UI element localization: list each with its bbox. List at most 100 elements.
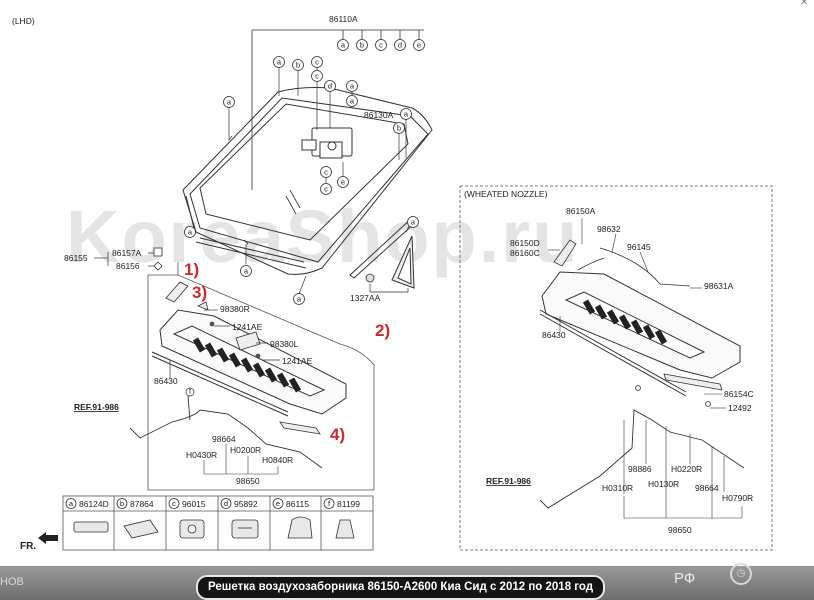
mirror-bracket <box>301 127 353 159</box>
svg-text:b: b <box>397 124 401 133</box>
triangle-trim <box>391 235 415 289</box>
marker-3: 3) <box>192 283 207 302</box>
bottom-left-text: НОВ <box>0 576 24 588</box>
callout-b: b <box>393 122 405 134</box>
svg-text:b: b <box>360 41 364 50</box>
svg-text:e: e <box>276 499 280 508</box>
inset-hose-line <box>577 247 691 287</box>
svg-text:a: a <box>69 499 74 508</box>
svg-text:b: b <box>296 61 300 70</box>
marker-2: 2) <box>375 321 390 340</box>
callout-b: b <box>356 39 368 51</box>
close-icon[interactable]: ✕ <box>800 0 809 8</box>
inset-cowl-strip <box>539 309 687 397</box>
part-h0200r: H0200R <box>230 445 261 455</box>
bottom-right-text: РФ <box>674 570 696 587</box>
callout-a: a <box>184 226 196 238</box>
svg-text:a: a <box>350 82 355 91</box>
callout-d: d <box>324 80 336 92</box>
grommet-icon <box>365 273 375 283</box>
svg-text:f: f <box>189 389 191 396</box>
part-98650-inset: 98650 <box>668 525 692 535</box>
marker-1: 1) <box>184 260 199 279</box>
svg-text:c: c <box>324 168 328 177</box>
fr-label: FR. <box>20 541 36 552</box>
part-86430-inset: 86430 <box>542 330 566 340</box>
part-12492: 12492 <box>728 403 752 413</box>
part-96145: 96145 <box>627 242 651 252</box>
part-86150d: 86150D <box>510 238 540 248</box>
inset-frame <box>459 185 773 551</box>
callout-a: a <box>346 95 358 107</box>
legend-part-96015: 96015 <box>182 499 206 509</box>
callout-a: a <box>337 39 349 51</box>
callout-a: a <box>273 56 285 68</box>
svg-text:d: d <box>398 41 402 50</box>
part-h0310r: H0310R <box>602 483 633 493</box>
marker-4: 4) <box>330 425 345 444</box>
legend-callout-c: c <box>168 498 180 509</box>
legend-callout-d: d <box>220 498 232 509</box>
part-1241ae-a: 1241AE <box>232 322 263 332</box>
clip-icon <box>153 247 163 271</box>
svg-text:b: b <box>120 499 124 508</box>
callout-a: a <box>240 265 252 277</box>
front-arrow-icon <box>38 532 58 544</box>
callout-d: d <box>394 39 406 51</box>
callout-c: c <box>311 70 323 82</box>
callout-e: e <box>413 39 425 51</box>
bolt-icons <box>209 321 261 359</box>
callout-c: c <box>375 39 387 51</box>
callout-e: e <box>337 176 349 188</box>
part-98380r: 98380R <box>220 304 250 314</box>
svg-text:c: c <box>379 41 383 50</box>
svg-text:a: a <box>244 267 249 276</box>
svg-text:a: a <box>341 41 346 50</box>
svg-text:c: c <box>172 499 176 508</box>
legend-callout-a: a <box>65 498 77 509</box>
part-86430: 86430 <box>154 376 178 386</box>
part-86157a: 86157A <box>112 248 142 258</box>
part-98632: 98632 <box>597 224 621 234</box>
callout-group-windshield: a b c d e a a b c c d a a a b c c e a a … <box>184 39 425 305</box>
callout-c: c <box>320 166 332 178</box>
inset-vent-slots <box>582 299 668 345</box>
cowl-panel-strip <box>151 351 289 417</box>
variant-label: (LHD) <box>12 16 35 26</box>
legend-part-86124d: 86124D <box>79 499 109 509</box>
inset-cover <box>553 239 577 267</box>
part-1241ae-b: 1241AE <box>282 356 313 366</box>
legend-callout-e: e <box>272 498 284 509</box>
svg-text:a: a <box>350 97 355 106</box>
cover-parts <box>165 281 261 351</box>
svg-text:f: f <box>328 499 331 508</box>
callout-a: a <box>407 216 419 228</box>
callout-a: a <box>293 293 305 305</box>
svg-text:a: a <box>227 98 232 107</box>
svg-text:d: d <box>224 499 228 508</box>
cowl-vent-slots <box>192 337 302 393</box>
part-86155: 86155 <box>64 253 88 263</box>
callout-b: b <box>292 59 304 71</box>
svg-text:c: c <box>315 72 319 81</box>
part-98380l: 98380L <box>270 339 299 349</box>
windshield-glass <box>182 87 433 275</box>
part-h0220r: H0220R <box>671 464 702 474</box>
part-98664: 98664 <box>212 434 236 444</box>
part-h0790r: H0790R <box>722 493 753 503</box>
callout-a: a <box>400 108 412 120</box>
hose-clips: f <box>185 387 195 397</box>
svg-text:a: a <box>297 295 302 304</box>
part-86156: 86156 <box>116 261 140 271</box>
svg-text:c: c <box>324 185 328 194</box>
part-86160c: 86160C <box>510 248 540 258</box>
ref-inset: REF.91-986 <box>486 476 531 486</box>
callout-a: a <box>223 96 235 108</box>
caption-badge[interactable]: Решетка воздухозаборника 86150-A2600 Киа… <box>196 575 606 600</box>
part-86150a: 86150A <box>566 206 596 216</box>
legend-part-86115: 86115 <box>286 499 309 509</box>
callout-c: c <box>320 183 332 195</box>
part-h0430r: H0430R <box>186 450 217 460</box>
svg-text:c: c <box>315 58 319 67</box>
